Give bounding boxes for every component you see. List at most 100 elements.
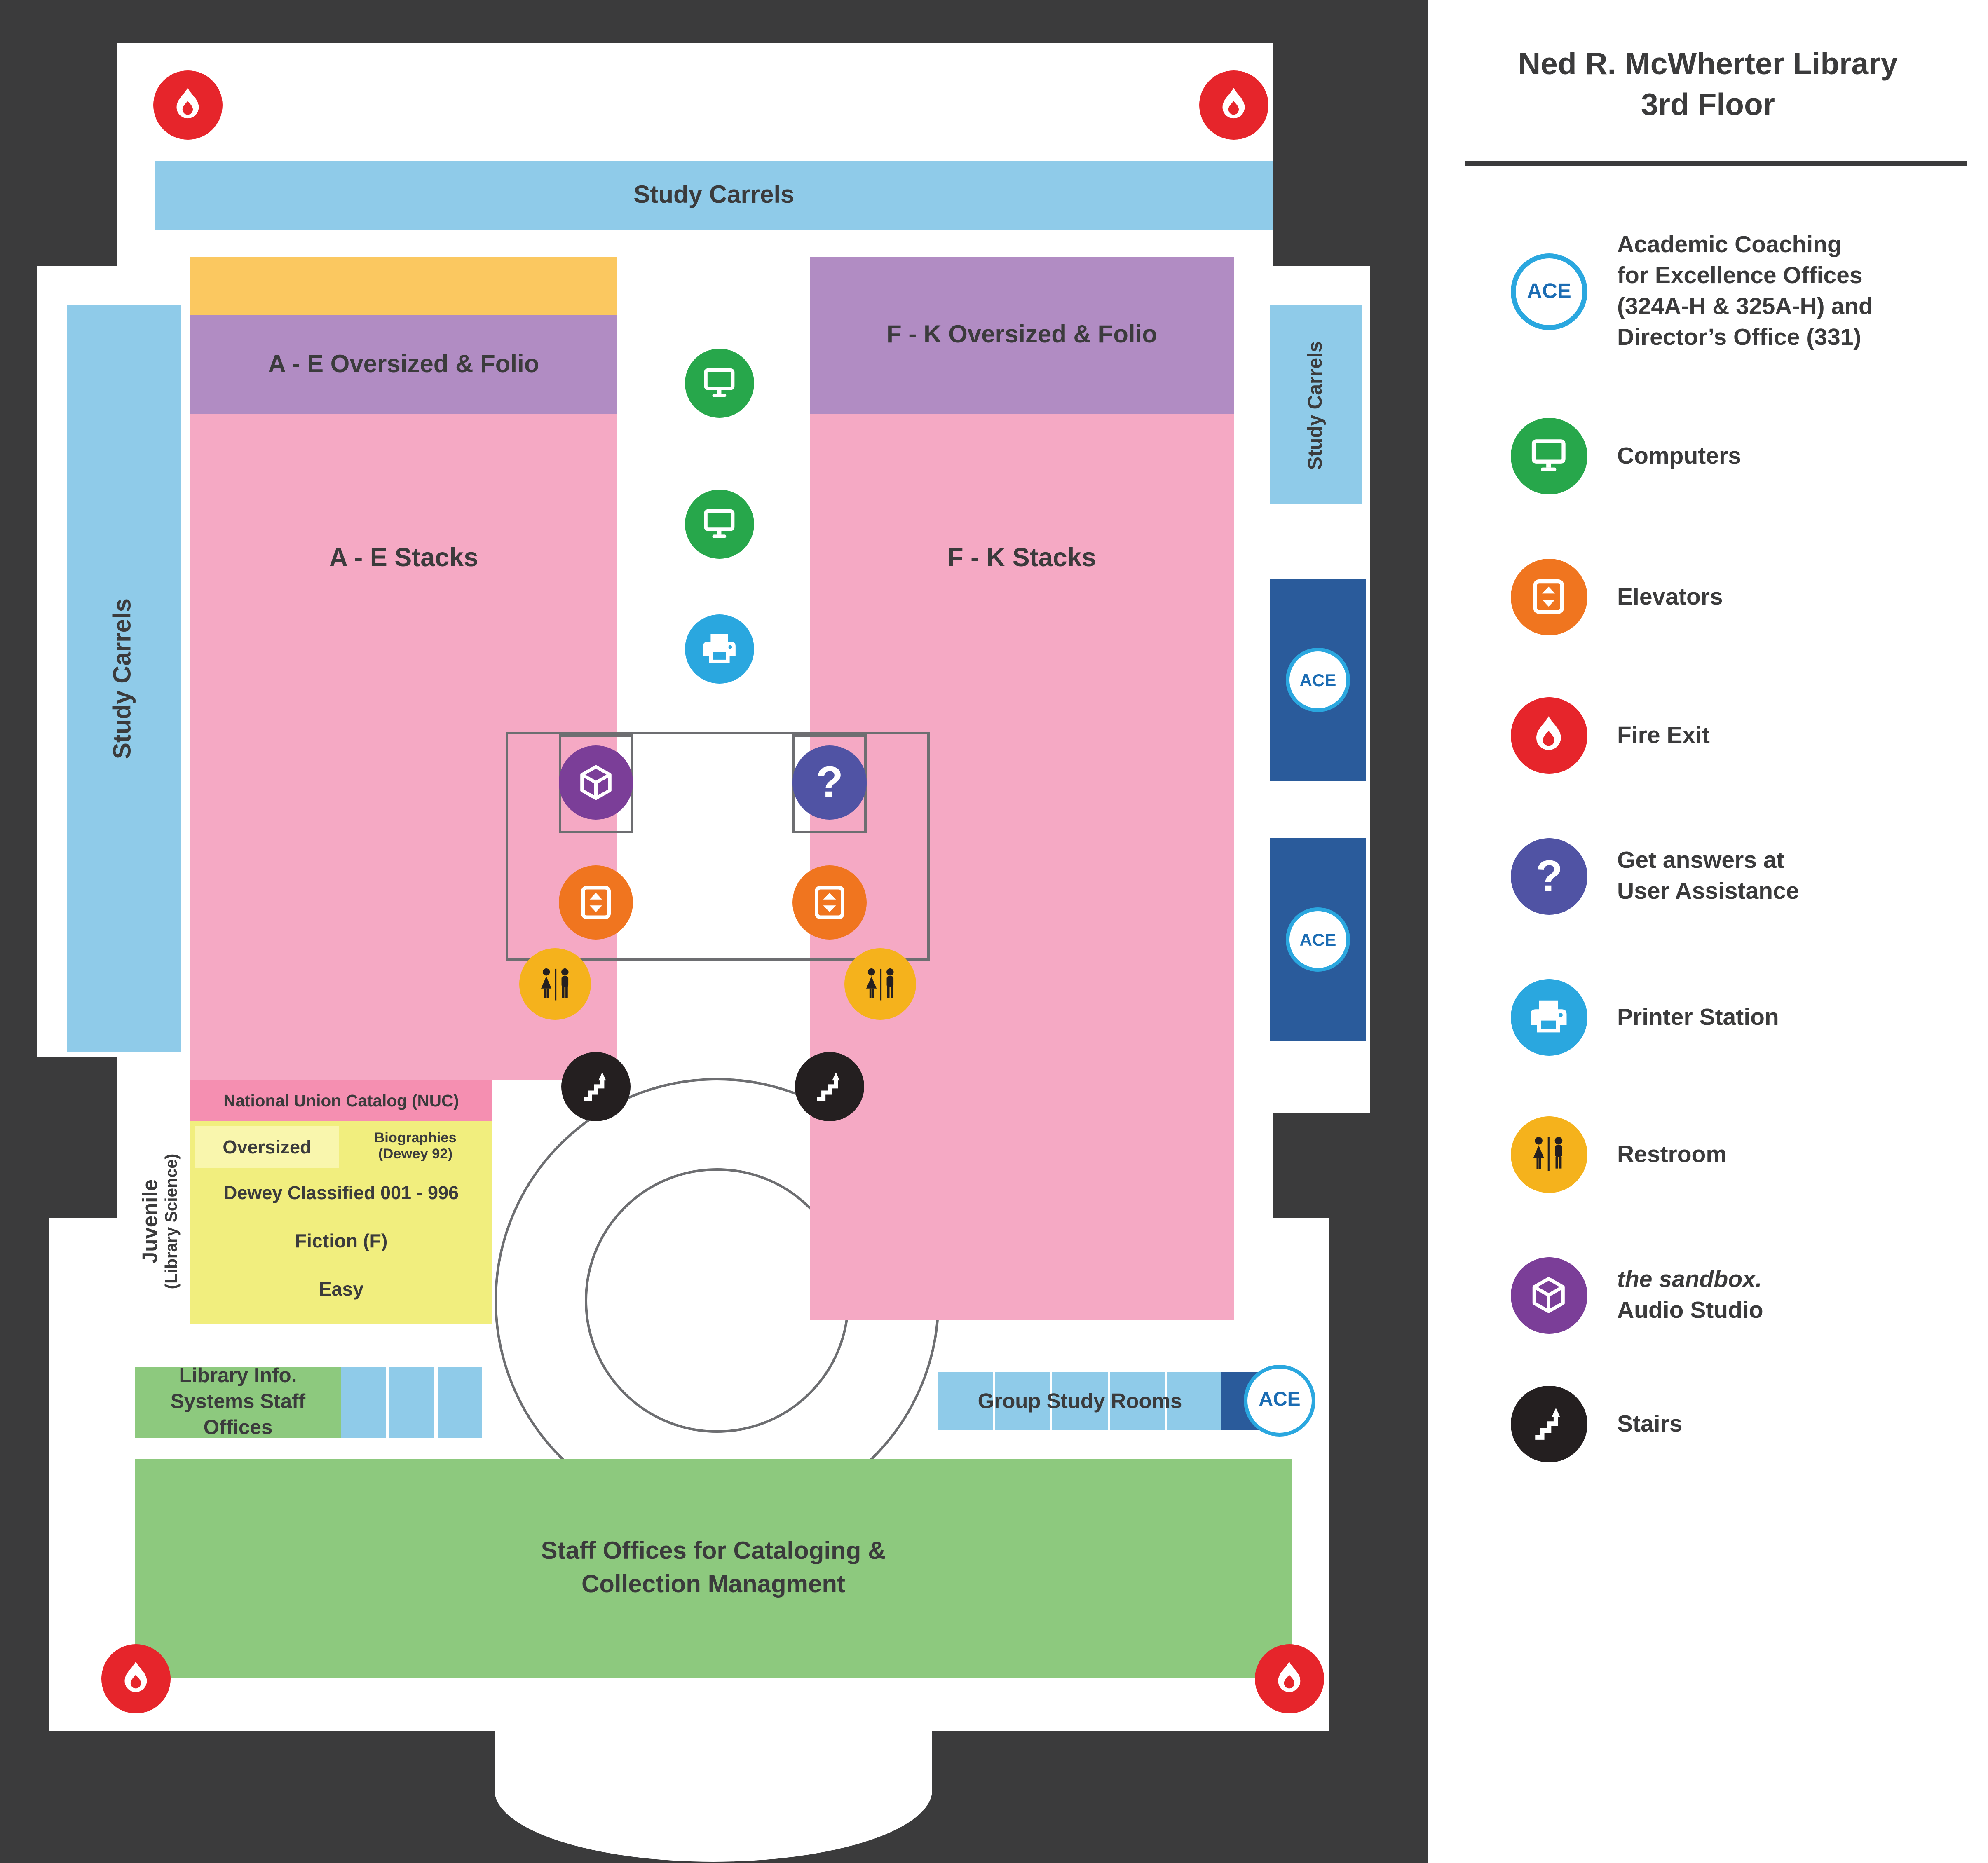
legend-label-ace: Academic Coaching for Excellence Offices… [1617, 230, 1873, 354]
user-assistance-icon: ? [792, 745, 867, 820]
staff-offices-label-1: Staff Offices for Cataloging & [541, 1537, 886, 1565]
printer-icon [685, 614, 754, 684]
zone-study-carrels-top: Study Carrels [155, 161, 1273, 230]
legend-label-printer-station: Printer Station [1617, 1004, 1779, 1031]
legend-text-line: Audio Studio [1617, 1298, 1763, 1324]
easy-label: Easy [319, 1279, 364, 1300]
ace-icon: ACE [1511, 253, 1587, 330]
floor-shape-bottom-bulge [495, 1731, 932, 1862]
legend-text-line: Director’s Office (331) [1617, 325, 1861, 351]
zone-orange-strip [190, 257, 617, 315]
library-info-label-2: Systems Staff Offices [170, 1391, 306, 1439]
legend-text-line: for Excellence Offices [1617, 263, 1863, 289]
sandbox-icon [1511, 1257, 1587, 1334]
stairs-icon [795, 1052, 864, 1121]
legend-item-computers: Computers [1511, 418, 1741, 494]
computer-icon [685, 349, 754, 418]
oversized-label: Oversized [223, 1137, 312, 1158]
legend-label-stairs: Stairs [1617, 1411, 1683, 1437]
study-carrels-top-label: Study Carrels [633, 181, 795, 209]
biographies-label-2: (Dewey 92) [378, 1147, 453, 1162]
library-info-label-1: Library Info. [179, 1365, 297, 1387]
zone-fk-stacks: F - K Stacks [810, 414, 1234, 1320]
legend-label-user-assistance: Get answers at User Assistance [1617, 846, 1799, 907]
juvenile-label-2: (Library Science) [161, 1153, 180, 1289]
legend-text-line: User Assistance [1617, 879, 1799, 905]
zone-easy: Easy [190, 1266, 492, 1314]
zone-ace-office-1: ACE [1270, 579, 1366, 781]
ae-oversized-label: A - E Oversized & Folio [268, 350, 539, 378]
fk-stacks-label: F - K Stacks [947, 544, 1096, 572]
restroom-icon [844, 948, 916, 1020]
legend-text-line: Academic Coaching [1617, 232, 1842, 258]
fk-oversized-label: F - K Oversized & Folio [886, 321, 1157, 349]
zone-library-info-systems: Library Info. Systems Staff Offices [135, 1365, 341, 1439]
elevator-icon [559, 865, 633, 940]
restroom-icon [1511, 1116, 1587, 1193]
core-outline [506, 732, 930, 961]
fire-exit-icon [1199, 70, 1268, 140]
stairs-icon [561, 1052, 631, 1121]
zone-ace-office-2: ACE [1270, 838, 1366, 1041]
zone-fk-oversized-folio: F - K Oversized & Folio [810, 257, 1234, 414]
floor-shape-bottom-left [49, 1218, 117, 1731]
fire-exit-icon [1511, 697, 1587, 774]
ace-icon: ACE [1286, 907, 1350, 972]
juvenile-side-label: Juvenile (Library Science) [131, 1119, 188, 1324]
legend-label-sandbox: the sandbox. Audio Studio [1617, 1265, 1763, 1326]
legend-label-fire-exit: Fire Exit [1617, 722, 1710, 749]
legend-item-fire-exit: Fire Exit [1511, 697, 1710, 774]
ace-icon: ACE [1244, 1365, 1315, 1437]
legend-text-line: Get answers at [1617, 848, 1784, 874]
question-mark: ? [816, 757, 843, 807]
stairs-icon [1511, 1386, 1587, 1462]
legend-title: Ned R. McWherter Library 3rd Floor [1428, 45, 1988, 126]
ae-stacks-label: A - E Stacks [329, 544, 478, 572]
legend-item-user-assistance: ? Get answers at User Assistance [1511, 838, 1799, 915]
zone-fiction: Fiction (F) [190, 1218, 492, 1266]
ace-icon: ACE [1286, 648, 1350, 712]
fire-exit-icon [153, 70, 223, 140]
user-assistance-icon: ? [1511, 838, 1587, 915]
legend-label-computers: Computers [1617, 443, 1741, 469]
zone-group-study-rooms: Group Study Rooms [938, 1372, 1221, 1430]
legend-divider [1465, 161, 1967, 166]
legend-item-ace: ACE Academic Coaching for Excellence Off… [1511, 230, 1873, 354]
zone-dewey: Dewey Classified 001 - 996 [190, 1169, 492, 1218]
restroom-icon [519, 948, 591, 1020]
zone-nuc: National Union Catalog (NUC) [190, 1080, 492, 1121]
legend-item-elevators: Elevators [1511, 559, 1723, 635]
study-carrels-right-label: Study Carrels [1305, 340, 1326, 469]
fire-exit-icon [101, 1644, 171, 1713]
staff-offices-label-2: Collection Managment [581, 1570, 846, 1598]
legend-item-printer-station: Printer Station [1511, 979, 1779, 1056]
legend-item-restroom: Restroom [1511, 1116, 1727, 1193]
computer-icon [1511, 418, 1587, 494]
elevator-icon [1511, 559, 1587, 635]
zone-study-carrels-right: Study Carrels [1270, 305, 1362, 504]
sandbox-icon [559, 745, 633, 820]
zone-biographies: Biographies (Dewey 92) [339, 1124, 492, 1171]
dewey-label: Dewey Classified 001 - 996 [223, 1183, 459, 1204]
legend-label-restroom: Restroom [1617, 1141, 1727, 1168]
legend-item-stairs: Stairs [1511, 1386, 1682, 1462]
elevator-icon [792, 865, 867, 940]
zone-oversized: Oversized [195, 1126, 339, 1168]
legend-item-sandbox: the sandbox. Audio Studio [1511, 1257, 1763, 1334]
legend-title-line2: 3rd Floor [1641, 88, 1775, 122]
biographies-label-1: Biographies [374, 1131, 457, 1146]
fire-exit-icon [1255, 1644, 1324, 1713]
study-carrels-left-label: Study Carrels [109, 598, 137, 759]
printer-icon [1511, 979, 1587, 1056]
zone-staff-offices-cataloging: Staff Offices for Cataloging & Collectio… [135, 1459, 1292, 1678]
zone-ae-oversized-folio: A - E Oversized & Folio [190, 315, 617, 414]
legend-panel: Ned R. McWherter Library 3rd Floor ACE A… [1428, 0, 1988, 1863]
legend-text-line: (324A-H & 325A-H) and [1617, 294, 1873, 320]
zone-study-carrels-left: Study Carrels [67, 305, 181, 1052]
legend-label-elevators: Elevators [1617, 584, 1723, 610]
nuc-label: National Union Catalog (NUC) [223, 1092, 459, 1110]
question-mark: ? [1536, 851, 1563, 901]
staff-office-cells [341, 1367, 482, 1438]
juvenile-label-1: Juvenile [138, 1179, 162, 1264]
